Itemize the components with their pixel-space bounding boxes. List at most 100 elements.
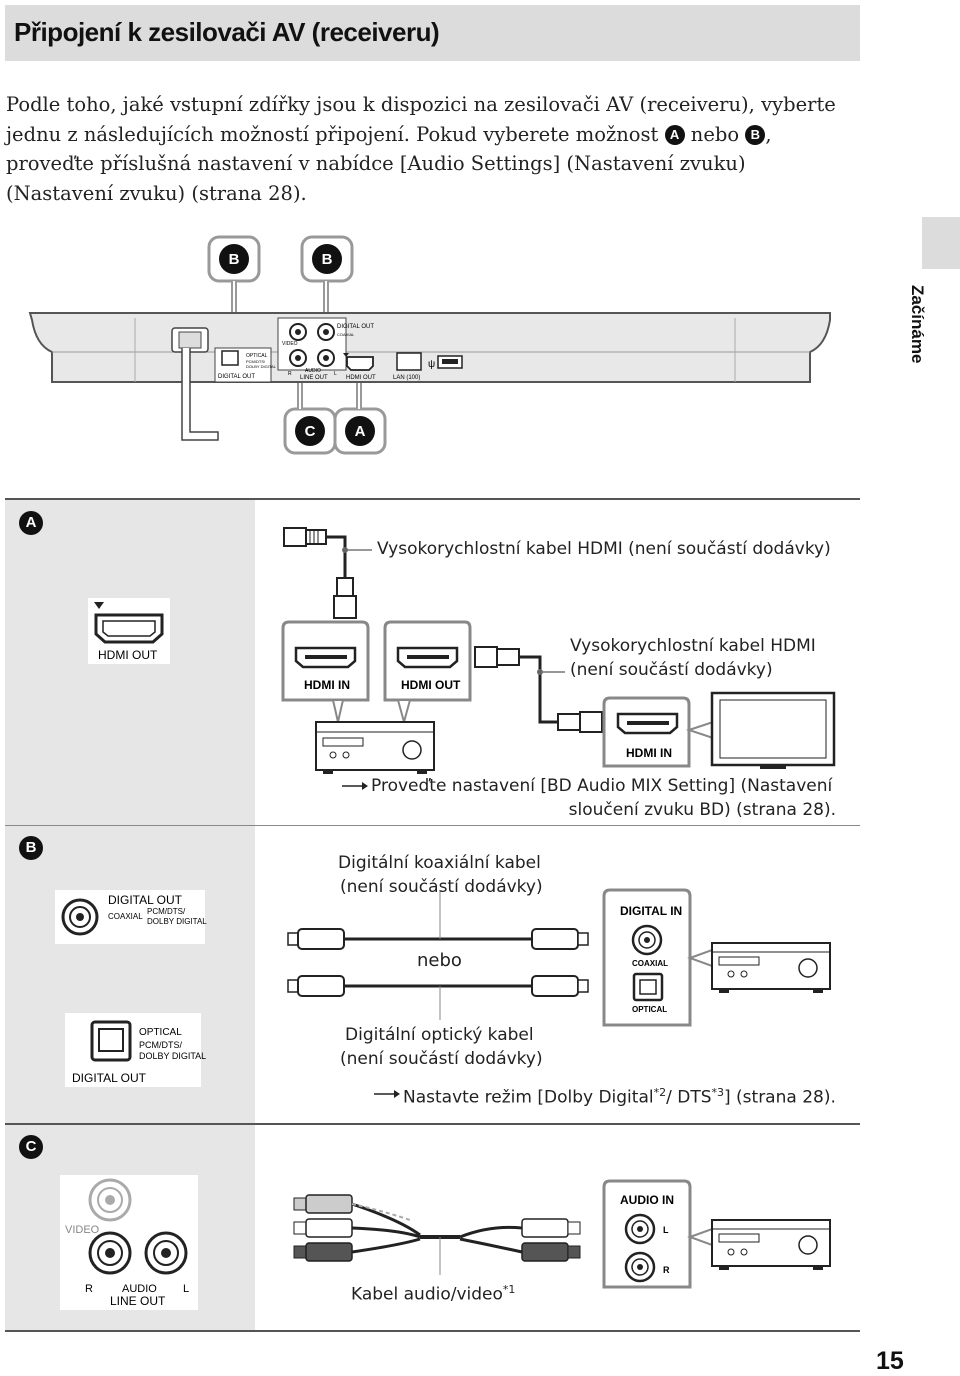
svg-text:OPTICAL: OPTICAL	[246, 353, 268, 359]
section-c-badge: C	[19, 1135, 43, 1159]
player-r-label: R	[288, 371, 292, 377]
hdmi-cable-2	[474, 646, 603, 733]
intro-line-2: jednu z následujících možností připojení…	[6, 120, 856, 150]
hdmi-cable-1-label: Vysokorychlostní kabel HDMI (není součás…	[377, 539, 831, 559]
intro-line-4: (Nastavení zvuku) (strana 28).	[6, 181, 307, 205]
coax-digital-out-label: DIGITAL OUT	[108, 893, 183, 907]
page-number: 15	[876, 1347, 904, 1375]
section-a-diagram: HDMI OUT HDMI IN HDMI OUT	[88, 527, 836, 790]
c-l-label: L	[183, 1283, 189, 1295]
table-bottom-rule	[5, 1330, 860, 1332]
intro-line-2-c: ,	[765, 122, 772, 146]
receiver-hdmi-in-label: HDMI IN	[304, 678, 350, 692]
callout-a	[333, 375, 387, 455]
digital-in-label: DIGITAL IN	[620, 904, 682, 918]
player-hdmi-out-label: HDMI OUT	[346, 375, 376, 381]
audio-video-cable	[293, 1194, 581, 1262]
receiver-digital-in-box	[602, 888, 692, 1027]
av-cable-label: Kabel audio/video*1	[351, 1278, 515, 1307]
optical-cable-label-2: (není součástí dodávky)	[340, 1049, 543, 1069]
av-receiver-c	[711, 1219, 831, 1270]
intro-line-3: proveďte příslušná nastavení v nabídce […	[6, 152, 746, 175]
player-digital-out-label: DIGITAL OUT	[218, 374, 255, 380]
player-line-out-label: LINE OUT	[300, 375, 328, 381]
player-coaxial-label: COAXIAL	[337, 332, 355, 337]
c-video-label: VIDEO	[65, 1224, 100, 1236]
usb-icon: ψ	[428, 359, 435, 370]
receiver-hdmi-out-label: HDMI OUT	[401, 678, 461, 692]
coax-cable-label-1: Digitální koaxiální kabel	[338, 853, 541, 873]
side-tab	[922, 217, 960, 269]
section-a-note-1: Proveďte nastavení [BD Audio MIX Setting…	[371, 776, 833, 796]
section-c-diagram: VIDEO R AUDIO L LINE OUT AUDIO IN L R	[60, 1175, 831, 1310]
section-b-diagram: DIGITAL OUT COAXIAL PCM/DTS/ DOLBY DIGIT…	[55, 888, 831, 1098]
callout-a-text: A	[355, 423, 366, 440]
footnote-1: *1	[502, 1283, 516, 1296]
rule-a-b	[5, 825, 860, 826]
coax-pcm-label: PCM/DTS/	[147, 907, 186, 916]
section-b-note: Nastavte režim [Dolby Digital*2/ DTS*3] …	[403, 1081, 836, 1110]
av-receiver-a	[315, 721, 435, 774]
coax-dolby-label: DOLBY DIGITAL	[147, 917, 207, 926]
optical-digital-out-label: DIGITAL OUT	[72, 1071, 147, 1085]
intro-line-1: Podle toho, jaké vstupní zdířky jsou k d…	[6, 93, 836, 116]
callout-b-left-text: B	[229, 251, 240, 268]
c-audio-label: AUDIO	[122, 1283, 157, 1295]
player-optical-port	[221, 350, 239, 366]
optical-label: OPTICAL	[139, 1027, 182, 1038]
player-lan-port	[396, 352, 422, 371]
coaxial-cable	[287, 928, 589, 950]
c-line-out-label: LINE OUT	[110, 1294, 166, 1308]
player-digital-out-coax-label: DIGITAL OUT	[337, 324, 374, 330]
player-audio-label: AUDIO	[305, 368, 321, 374]
av-receiver-b	[711, 942, 831, 993]
tv-hdmi-in-label: HDMI IN	[626, 746, 672, 760]
arrow-icon-b	[374, 1090, 400, 1098]
section-b-note-b: / DTS	[666, 1087, 712, 1108]
optical-pcm-label: PCM/DTS/	[139, 1040, 183, 1050]
player-lan-label: LAN (100)	[393, 375, 420, 381]
player-hdmi-port	[346, 356, 374, 371]
intro-line-2-b: nebo	[690, 122, 740, 146]
section-b-badge: B	[19, 836, 43, 860]
callout-b-right	[300, 235, 354, 325]
coax-coaxial-label: COAXIAL	[108, 912, 143, 921]
optical-cable-label-1: Digitální optický kabel	[345, 1025, 534, 1045]
coax-cable-label-2: (není součástí dodávky)	[340, 877, 543, 897]
intro-paragraph: Podle toho, jaké vstupní zdířky jsou k d…	[6, 90, 856, 208]
power-cord	[181, 348, 219, 441]
section-a-badge: A	[19, 511, 43, 535]
callout-c-text: C	[305, 423, 316, 440]
section-b-note-c: ] (strana 28).	[724, 1087, 836, 1108]
optical-in-label: OPTICAL	[632, 1005, 667, 1014]
player-l-label: L	[334, 371, 337, 377]
page-title: Připojení k zesilovači AV (receiveru)	[14, 17, 440, 47]
hdmi-cable-1	[283, 527, 357, 619]
player-hdmi-out-label-a: HDMI OUT	[98, 648, 158, 662]
coaxial-in-label: COAXIAL	[632, 959, 668, 968]
rule-b-c	[5, 1123, 860, 1125]
optical-cable	[287, 975, 589, 997]
c-r-label: R	[85, 1283, 93, 1295]
option-a-badge: A	[664, 124, 685, 145]
player-body	[28, 312, 831, 383]
footnote-2: *2	[653, 1086, 667, 1099]
table-top-rule	[5, 498, 860, 500]
svg-text:PCM/DTS/: PCM/DTS/	[246, 359, 266, 364]
section-b-note-a: Nastavte režim [Dolby Digital	[403, 1087, 654, 1108]
or-label: nebo	[417, 950, 462, 971]
audio-in-r-label: R	[663, 1265, 670, 1275]
player-optical-out-box	[65, 1013, 201, 1087]
audio-in-l-label: L	[663, 1225, 669, 1235]
player-video-label: VIDEO	[282, 341, 298, 347]
title-bar	[5, 5, 860, 61]
arrow-icon-a	[342, 782, 368, 790]
footnote-3: *3	[711, 1086, 725, 1099]
player-rear-panel-diagram: B B C A OPTICAL PCM/DTS/ DOLBY DIGITAL D…	[28, 235, 831, 455]
audio-in-label: AUDIO IN	[620, 1193, 674, 1207]
svg-text:DOLBY DIGITAL: DOLBY DIGITAL	[246, 364, 277, 369]
option-b-badge: B	[745, 124, 766, 145]
hdmi-cable-2-label-2: (není součástí dodávky)	[570, 660, 773, 680]
section-a-note-2: sloučení zvuku BD) (strana 28).	[568, 800, 836, 820]
callout-b-right-text: B	[322, 251, 333, 268]
